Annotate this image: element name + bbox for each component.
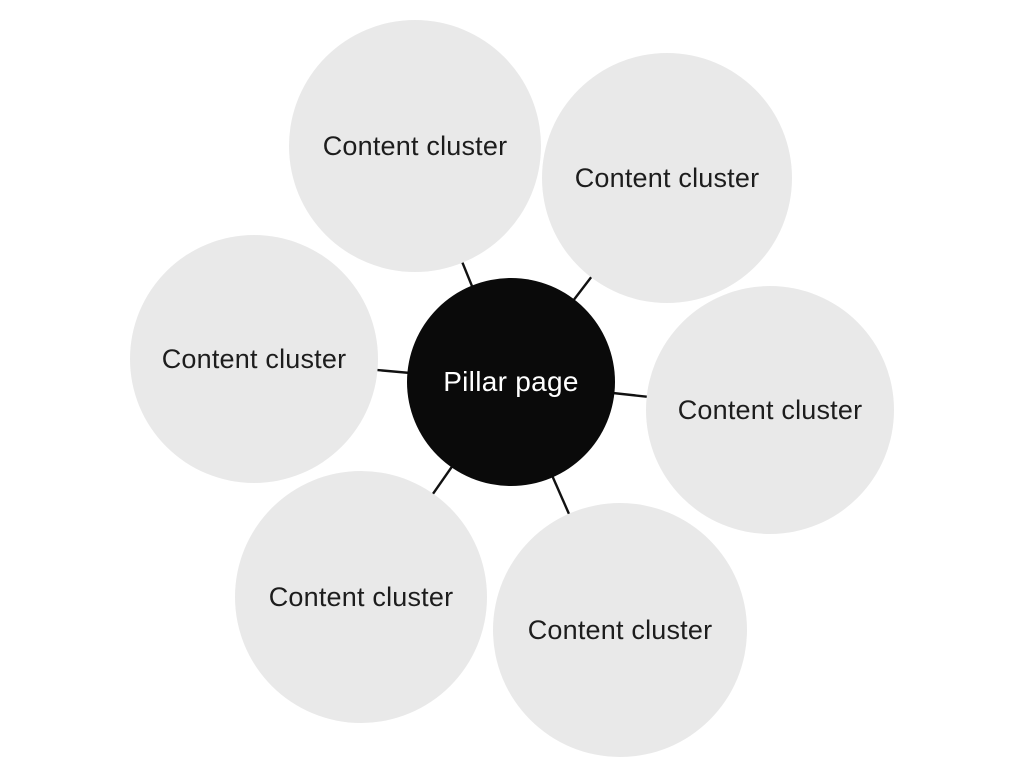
- content-cluster-node-top-right[interactable]: Content cluster: [542, 53, 792, 303]
- content-cluster-label: Content cluster: [322, 130, 508, 161]
- content-cluster-label: Content cluster: [527, 614, 713, 645]
- content-cluster-node-bottom-right[interactable]: Content cluster: [493, 503, 747, 757]
- content-cluster-label: Content cluster: [574, 162, 760, 193]
- content-cluster-label: Content cluster: [161, 343, 347, 374]
- content-cluster-node-right[interactable]: Content cluster: [646, 286, 894, 534]
- pillar-page-label: Pillar page: [443, 366, 579, 397]
- content-cluster-node-left[interactable]: Content cluster: [130, 235, 378, 483]
- content-cluster-label: Content cluster: [677, 394, 863, 425]
- pillar-page-node[interactable]: Pillar page: [407, 278, 615, 486]
- content-cluster-label: Content cluster: [268, 581, 454, 612]
- content-cluster-node-bottom-left[interactable]: Content cluster: [235, 471, 487, 723]
- content-cluster-node-top-left[interactable]: Content cluster: [289, 20, 541, 272]
